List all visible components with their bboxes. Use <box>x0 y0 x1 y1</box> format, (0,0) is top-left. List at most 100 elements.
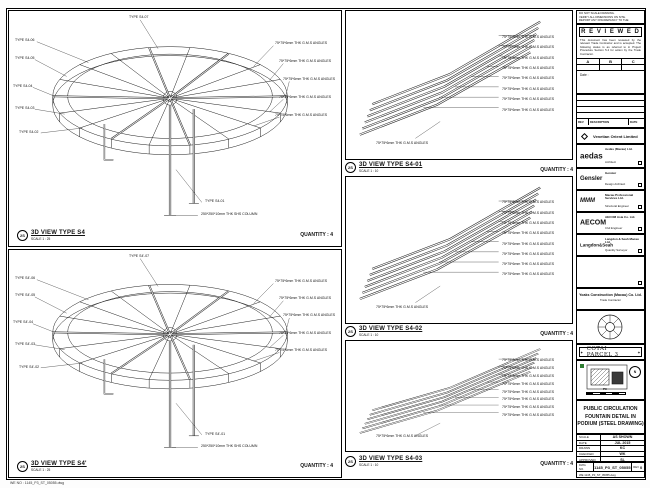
company-seal-icon <box>597 314 623 340</box>
firm-name: Gensler <box>605 171 617 175</box>
revision-row <box>577 101 644 107</box>
member-label: 75*75*6mm THK G.M.S ANGLES <box>502 66 555 70</box>
member-label: 75*75*6mm THK G.M.S ANGLES <box>275 348 328 352</box>
info-value: KC <box>619 446 626 451</box>
checkbox <box>638 227 642 231</box>
member-label: 75*75*6mm THK G.M.S ANGLES <box>502 221 555 225</box>
keyplan-label: P3 <box>603 387 607 391</box>
firm-role: Civil Engineer <box>605 226 623 230</box>
member-label: 75*75*6mm THK G.M.S ANGLES <box>502 397 555 401</box>
angle-members-drawing <box>359 186 541 303</box>
member-label: 75*75*6mm THK G.M.S ANGLES <box>502 97 555 101</box>
detail-bubble: 2S <box>345 456 356 467</box>
seal-box <box>576 310 645 344</box>
member-label: 75*75*6mm THK G.M.S ANGLES <box>279 95 332 99</box>
member-label: 250*250*10mm THK SHS COLUMN <box>201 212 258 216</box>
reviewed-stamp: R E V I E W E D This document has been r… <box>576 24 645 94</box>
checkbox <box>638 249 642 253</box>
member-label: TYPE S4-01 <box>205 199 225 203</box>
consultant-langdon-seah: Langdon&Seah Langdon & Seah Macau Ltd. Q… <box>576 234 645 256</box>
view-title: 3D VIEW TYPE S4-03 <box>359 456 423 462</box>
status-letter: B <box>609 59 612 65</box>
member-label: 75*75*6mm THK G.M.S ANGLES <box>279 59 332 63</box>
general-notes-box: DO NOT SCALE DRAWING. VERIFY ALL DIMENSI… <box>576 10 645 24</box>
checkbox <box>638 281 642 285</box>
project-name-frame: ✦ COTAI PARCEL 3 ✦ <box>579 346 642 358</box>
member-label: 75*75*6mm THK G.M.S ANGLES <box>502 390 555 394</box>
member-label: 75*75*6mm THK G.M.S ANGLES <box>376 141 429 145</box>
rev-label: REV <box>633 465 640 469</box>
view-title: 3D VIEW TYPE S4-02 <box>359 326 423 332</box>
drawing-title-line: PUBLIC CIRCULATION <box>583 406 638 412</box>
member-label: 75*75*6mm THK G.M.S ANGLES <box>502 35 555 39</box>
langdon-seah-logo: Langdon&Seah <box>580 242 614 248</box>
status-letter: C <box>631 59 635 65</box>
aecom-logo: AECOM <box>580 219 607 227</box>
member-label: 75*75*6mm THK G.M.S ANGLES <box>283 77 336 81</box>
member-label: TYPE S4-02 <box>19 130 39 134</box>
isometric-structure-drawing <box>32 258 290 448</box>
detail-bubble: 2S <box>345 326 356 337</box>
status-option-a: A <box>577 59 600 71</box>
key-plan-box: P3 N <box>576 360 645 400</box>
rev-col: REV <box>577 119 589 125</box>
reviewed-date-label: Date : <box>580 73 589 78</box>
rev-value: 0 <box>640 464 643 470</box>
member-label: 75*75*6mm THK G.M.S ANGLES <box>502 374 555 378</box>
checkbox <box>638 183 642 187</box>
member-label: TYPE S4-05 <box>15 56 35 60</box>
member-label: 75*75*6mm THK G.M.S ANGLES <box>502 56 555 60</box>
member-label: 250*250*10mm THK SHS COLUMN <box>201 444 258 448</box>
north-arrow-icon: N <box>629 366 641 378</box>
member-label: 75*75*6mm THK G.M.S ANGLES <box>502 272 555 276</box>
panel-detail-s4-03: 75*75*6mm THK G.M.S ANGLES 75*75*6mm THK… <box>345 340 573 452</box>
firm-name: Macau Professional Services Ltd. <box>605 193 634 201</box>
client-name: Venetian Orient Limited <box>593 134 638 139</box>
firm-role: Structural Engineer <box>605 204 629 208</box>
member-label: 75*75*6mm THK G.M.S ANGLES <box>502 45 555 49</box>
consultant-gensler: Gensler Gensler Design Architect <box>576 168 645 190</box>
firm-role: Quantity Surveyor <box>605 248 628 252</box>
consultant-aedas: aedas Aedas (Macau) Ltd. Architect <box>576 144 645 168</box>
contractor-name: Yoaks Construction (Macau) Co. Ltd. <box>579 293 642 297</box>
reviewed-title: R E V I E W E D <box>579 27 642 37</box>
consultant-empty-box <box>576 256 645 288</box>
member-label: TYPE S4'-06 <box>15 276 36 280</box>
member-label: TYPE S4-04 <box>13 84 33 88</box>
member-label: TYPE S4'-01 <box>205 432 226 436</box>
firm-role: Design Architect <box>605 182 626 186</box>
member-label: TYPE S4-07 <box>129 15 149 19</box>
note-line: REPORT ANY DISCREPANCY TO THE ARCHITECT. <box>579 18 629 24</box>
checkbox <box>638 161 642 165</box>
member-label: 75*75*6mm THK G.M.S ANGLES <box>502 262 555 266</box>
quantity-note: QUANTITY : 4 <box>540 167 573 173</box>
plot-stamp: WE NO : 1145_P3_ST_05055.dwg <box>10 481 65 485</box>
member-label: TYPE S4-06 <box>15 38 35 42</box>
info-value: WK <box>619 451 626 456</box>
revision-header: REV DESCRIPTION DATE <box>577 119 644 125</box>
member-label: 75*75*6mm THK G.M.S ANGLES <box>279 296 332 300</box>
member-label: 75*75*6mm THK G.M.S ANGLES <box>275 279 328 283</box>
view-scale: SCALE 1 : 25 <box>31 237 51 241</box>
client-box: Venetian Orient Limited <box>576 128 645 144</box>
drawing-title-box: PUBLIC CIRCULATION FOUNTAIN DETAIL IN PO… <box>576 400 645 434</box>
angle-members-drawing <box>359 20 541 139</box>
member-label: 75*75*6mm THK G.M.S ANGLES <box>502 358 555 362</box>
review-status-options: A B C <box>577 58 644 72</box>
member-label: TYPE S4'-04 <box>13 320 34 324</box>
quantity-note: QUANTITY : 4 <box>300 232 333 238</box>
meinhardt-logo: MMM <box>580 198 595 204</box>
member-label: 75*75*6mm THK G.M.S ANGLES <box>376 305 429 309</box>
revision-table: REV DESCRIPTION DATE <box>576 94 645 128</box>
info-value: JUL 2015 <box>614 440 631 445</box>
detail-bubble: 2S <box>17 230 28 241</box>
drawing-title-line: FOUNTAIN DETAIL IN <box>585 413 636 420</box>
firm-name: Aedas (Macau) Ltd. <box>605 147 633 151</box>
dwg-no-value: 1145_P3_ST_05055 <box>594 464 631 470</box>
client-logo-icon <box>580 132 589 141</box>
member-label: 75*75*6mm THK G.M.S ANGLES <box>279 331 332 335</box>
quantity-note: QUANTITY : 4 <box>540 331 573 337</box>
isometric-structure-drawing <box>32 19 290 216</box>
